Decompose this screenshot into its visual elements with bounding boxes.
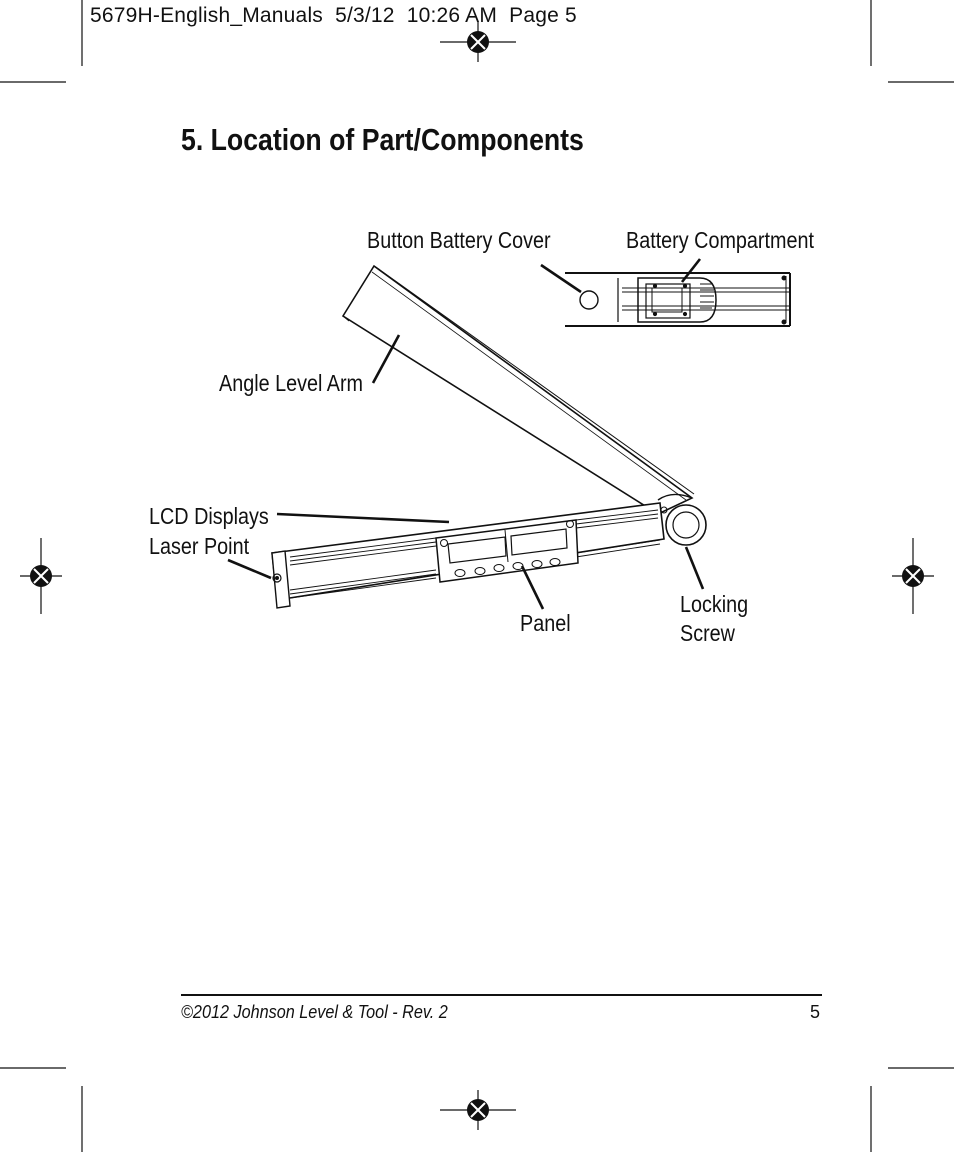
- label-battery-compartment: Battery Compartment: [626, 227, 814, 253]
- label-screw: Screw: [680, 620, 735, 646]
- label-angle-level-arm: Angle Level Arm: [219, 370, 364, 396]
- print-slug: 5679H-English_Manuals 5/3/12 10:26 AM Pa…: [90, 4, 577, 27]
- leader-button-battery-cover: [540, 263, 582, 294]
- leader-panel: [520, 565, 545, 610]
- leader-lines: [227, 258, 705, 610]
- registration-mark-left: [20, 538, 62, 614]
- leader-battery-compartment: [680, 258, 702, 283]
- main-level-body: [271, 493, 707, 609]
- battery-compartment-inset: [565, 272, 791, 327]
- section-title: 5. Location of Part/Components: [181, 122, 584, 157]
- footer-rule: [181, 994, 822, 996]
- registration-mark-top: [440, 22, 516, 62]
- label-panel: Panel: [520, 610, 571, 636]
- footer-copyright: ©2012 Johnson Level & Tool - Rev. 2: [181, 1002, 448, 1022]
- leader-laser-point: [227, 558, 272, 580]
- label-lcd-displays: LCD Displays: [149, 503, 269, 529]
- leader-lcd-displays: [276, 512, 450, 524]
- label-laser-point: Laser Point: [149, 533, 250, 559]
- angle-level-arm: [341, 264, 695, 515]
- registration-mark-right: [892, 538, 934, 614]
- label-button-battery-cover: Button Battery Cover: [367, 227, 551, 253]
- label-locking: Locking: [680, 591, 749, 617]
- registration-mark-bottom: [440, 1090, 516, 1130]
- leader-locking-screw: [684, 546, 705, 590]
- page-number: 5: [810, 1002, 821, 1022]
- leader-angle-level-arm: [371, 334, 401, 384]
